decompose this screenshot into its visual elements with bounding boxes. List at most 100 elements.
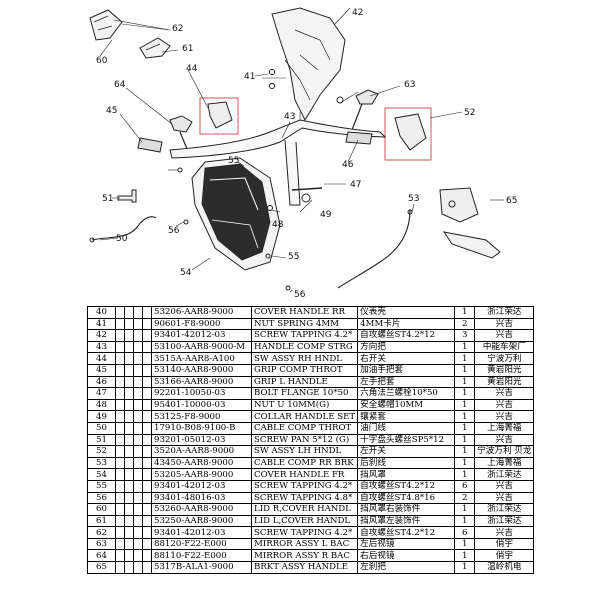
item-number-cell: 65	[87, 561, 116, 574]
chinese-name-cell: 自攻螺丝ST4.8*16	[357, 491, 456, 505]
blank-cell	[115, 433, 125, 447]
supplier-cell: 浙江荣达	[474, 514, 535, 528]
callout-44: 44	[186, 64, 198, 74]
english-name-cell: SCREW TAPPING 4.2*	[250, 479, 359, 493]
cover-handle-rear-part-40	[271, 7, 346, 122]
blank-cell	[142, 561, 152, 574]
blank-cell	[133, 445, 143, 458]
callout-63: 63	[404, 80, 416, 90]
blank-cell	[133, 363, 143, 377]
chinese-name-cell: 右后视镜	[357, 549, 456, 563]
blank-cell	[124, 526, 134, 539]
part-number-cell: 3515A-AAR8-A100	[151, 352, 252, 365]
part-number-cell: 88110-F22-E000	[151, 549, 252, 563]
blank-cell	[115, 503, 125, 516]
blank-cell	[142, 491, 152, 505]
part-number-cell: 88120-F22-E000	[151, 537, 252, 551]
part-number-cell: 53100-AAR8-9000-M	[151, 340, 252, 354]
blank-cell	[142, 352, 152, 365]
blank-cell	[142, 410, 152, 423]
chinese-name-cell: 六角法兰螺栓10*50	[357, 387, 456, 400]
blank-cell	[124, 317, 134, 331]
supplier-cell: 中能车架厂	[474, 340, 535, 354]
english-name-cell: BRKT ASSY HANDLE	[250, 561, 359, 574]
quantity-cell: 2	[454, 491, 476, 505]
supplier-cell: 俏宇	[474, 537, 535, 551]
part-number-cell: 90601-F8-9000	[151, 317, 252, 331]
blank-cell	[142, 468, 152, 481]
blank-cell	[133, 410, 143, 423]
callout-42: 42	[352, 8, 364, 18]
quantity-cell: 1	[454, 514, 476, 528]
supplier-cell: 上海菁福	[474, 456, 535, 470]
blank-cell	[142, 479, 152, 493]
blank-cell	[115, 387, 125, 400]
blank-cell	[133, 398, 143, 412]
blank-cell	[133, 317, 143, 331]
blank-cell	[124, 468, 134, 481]
part-number-cell: 5317B-ALA1-9000	[151, 561, 252, 574]
english-name-cell: LID R,COVER HANDL	[250, 503, 359, 516]
callout-43: 43	[284, 112, 296, 122]
blank-cell	[124, 306, 134, 319]
blank-cell	[115, 468, 125, 481]
supplier-cell: 兴吉	[474, 433, 535, 447]
item-number-cell: 47	[87, 387, 116, 400]
blank-cell	[115, 363, 125, 377]
part-number-cell: 93401-42012-03	[151, 329, 252, 342]
supplier-cell: 兴吉	[474, 479, 535, 493]
part-number-cell: 3520A-AAR8-9000	[151, 445, 252, 458]
callout-56b: 56	[294, 290, 306, 300]
rear-brake-cable-53	[337, 209, 411, 289]
item-number-cell: 49	[87, 410, 116, 423]
blank-cell	[124, 491, 134, 505]
blank-cell	[142, 421, 152, 435]
blank-cell	[133, 537, 143, 551]
blank-cell	[124, 479, 134, 493]
exploded-parts-diagram	[89, 7, 504, 293]
supplier-cell: 浙江荣达	[474, 503, 535, 516]
lid-left-part-61	[139, 37, 171, 59]
blank-cell	[124, 503, 134, 516]
item-number-cell: 61	[87, 514, 116, 528]
blank-cell	[142, 317, 152, 331]
callout-52: 52	[464, 108, 476, 118]
quantity-cell: 6	[454, 526, 476, 539]
blank-cell	[115, 526, 125, 539]
callout-50: 50	[116, 234, 128, 244]
chinese-name-cell: 挡风罩	[357, 468, 456, 481]
chinese-name-cell: 后刹线	[357, 456, 456, 470]
english-name-cell: SW ASSY LH HNDL	[250, 445, 359, 458]
quantity-cell: 1	[454, 468, 476, 481]
quantity-cell: 1	[454, 433, 476, 447]
english-name-cell: SW ASSY RH HNDL	[250, 352, 359, 365]
supplier-cell: 兴吉	[474, 398, 535, 412]
supplier-cell: 兴吉	[474, 387, 535, 400]
blank-cell	[133, 479, 143, 493]
item-number-cell: 60	[87, 503, 116, 516]
blank-cell	[142, 537, 152, 551]
part-number-cell: 93401-42012-03	[151, 479, 252, 493]
quantity-cell: 1	[454, 410, 476, 423]
blank-cell	[142, 340, 152, 354]
blank-cell	[133, 503, 143, 516]
blank-cell	[124, 537, 134, 551]
quantity-cell: 1	[454, 537, 476, 551]
quantity-cell: 1	[454, 352, 476, 365]
chinese-name-cell: 挡风罩右装饰件	[357, 503, 456, 516]
quantity-cell: 1	[454, 306, 476, 319]
english-name-cell: SCREW TAPPING 4.8*	[250, 491, 359, 505]
item-number-cell: 64	[87, 549, 116, 563]
quantity-cell: 1	[454, 503, 476, 516]
blank-cell	[142, 503, 152, 516]
blank-cell	[115, 549, 125, 563]
